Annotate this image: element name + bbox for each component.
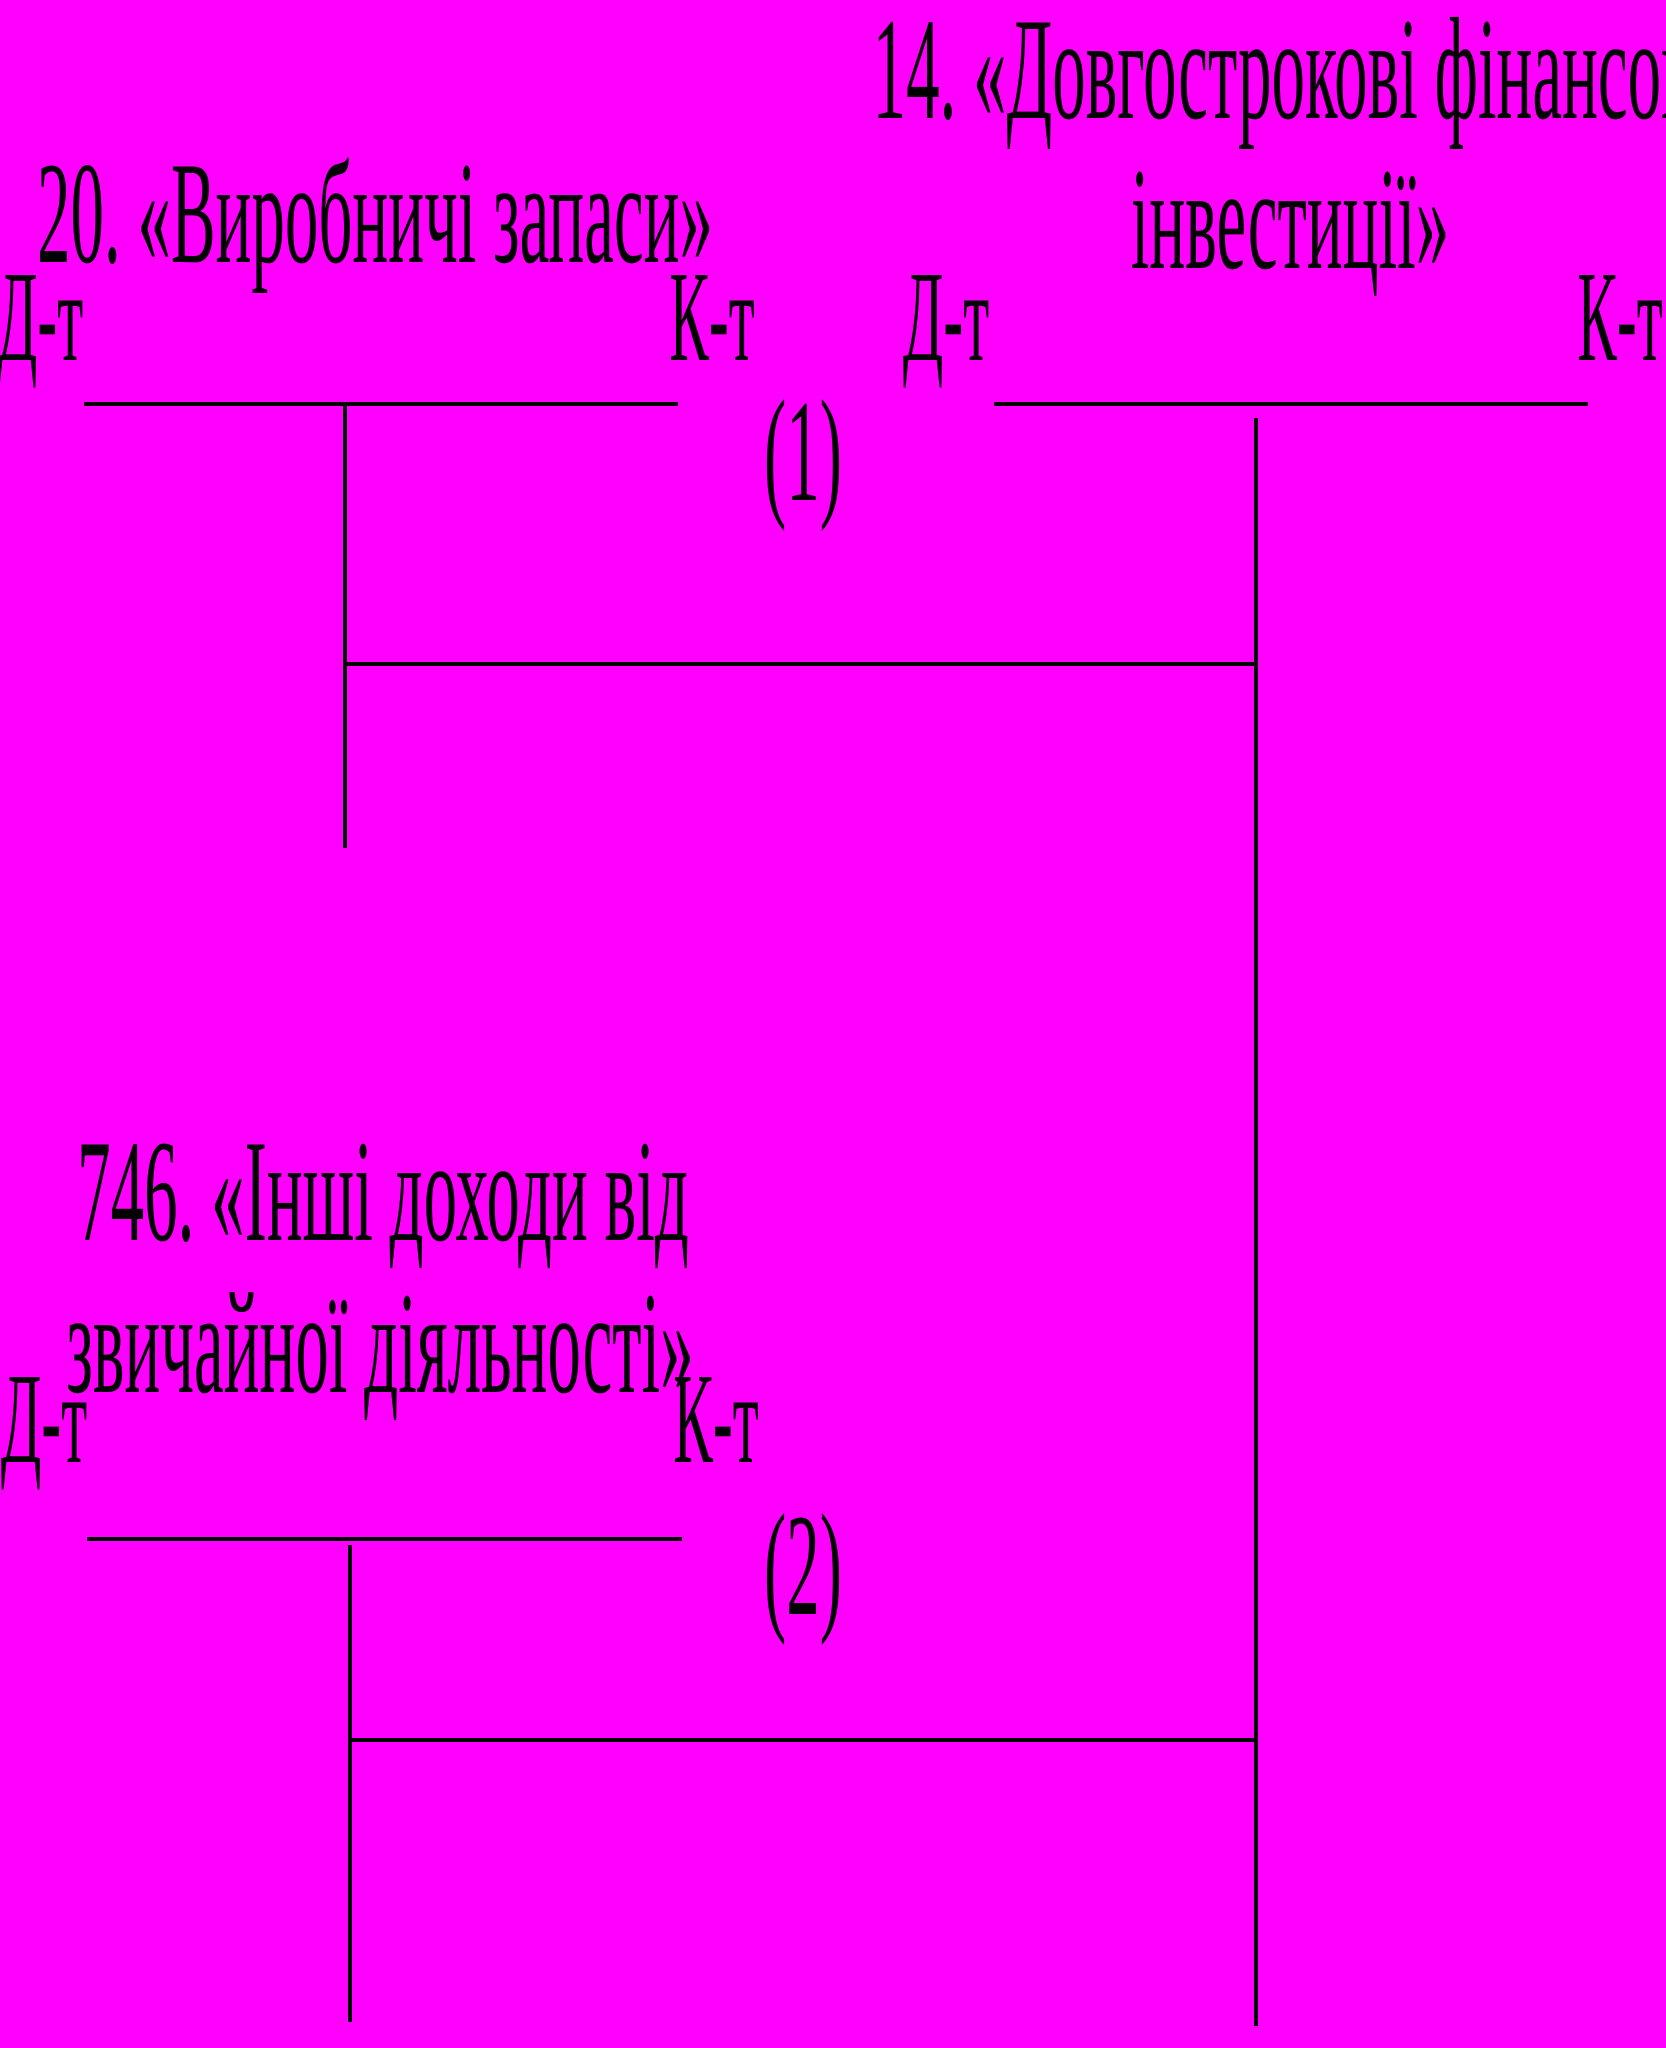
- debit-label-other-income: Д-т: [1, 1346, 87, 1490]
- entry-2-label: (2): [764, 1484, 842, 1646]
- entry-2: (2): [350, 1484, 1256, 1742]
- account-title-line2-long-term-investments: інвестиції»: [1131, 138, 1449, 300]
- account-title-production-inventory: 20. «Виробничі запаси»: [37, 132, 713, 294]
- t-account-long-term-investments: 14. «Довгострокові фінансові інвестиції»…: [873, 0, 1666, 2026]
- entry-1-label: (1): [764, 370, 842, 532]
- t-account-other-income: 746. «Інші доходи від звичайної діяльнос…: [1, 1110, 759, 2022]
- credit-label-long-term-investments: К-т: [1577, 244, 1663, 388]
- entry-1: (1): [345, 370, 1256, 666]
- t-account-production-inventory: 20. «Виробничі запаси» Д-т К-т: [0, 132, 755, 848]
- credit-label-production-inventory: К-т: [669, 244, 755, 388]
- debit-label-production-inventory: Д-т: [0, 244, 83, 388]
- account-title-line1-other-income: 746. «Інші доходи від: [77, 1110, 689, 1272]
- credit-label-other-income: К-т: [673, 1346, 759, 1490]
- account-title-line2-other-income: звичайної діяльності»: [66, 1262, 693, 1424]
- debit-label-long-term-investments: Д-т: [903, 244, 989, 388]
- account-title-line1-long-term-investments: 14. «Довгострокові фінансові: [873, 0, 1666, 150]
